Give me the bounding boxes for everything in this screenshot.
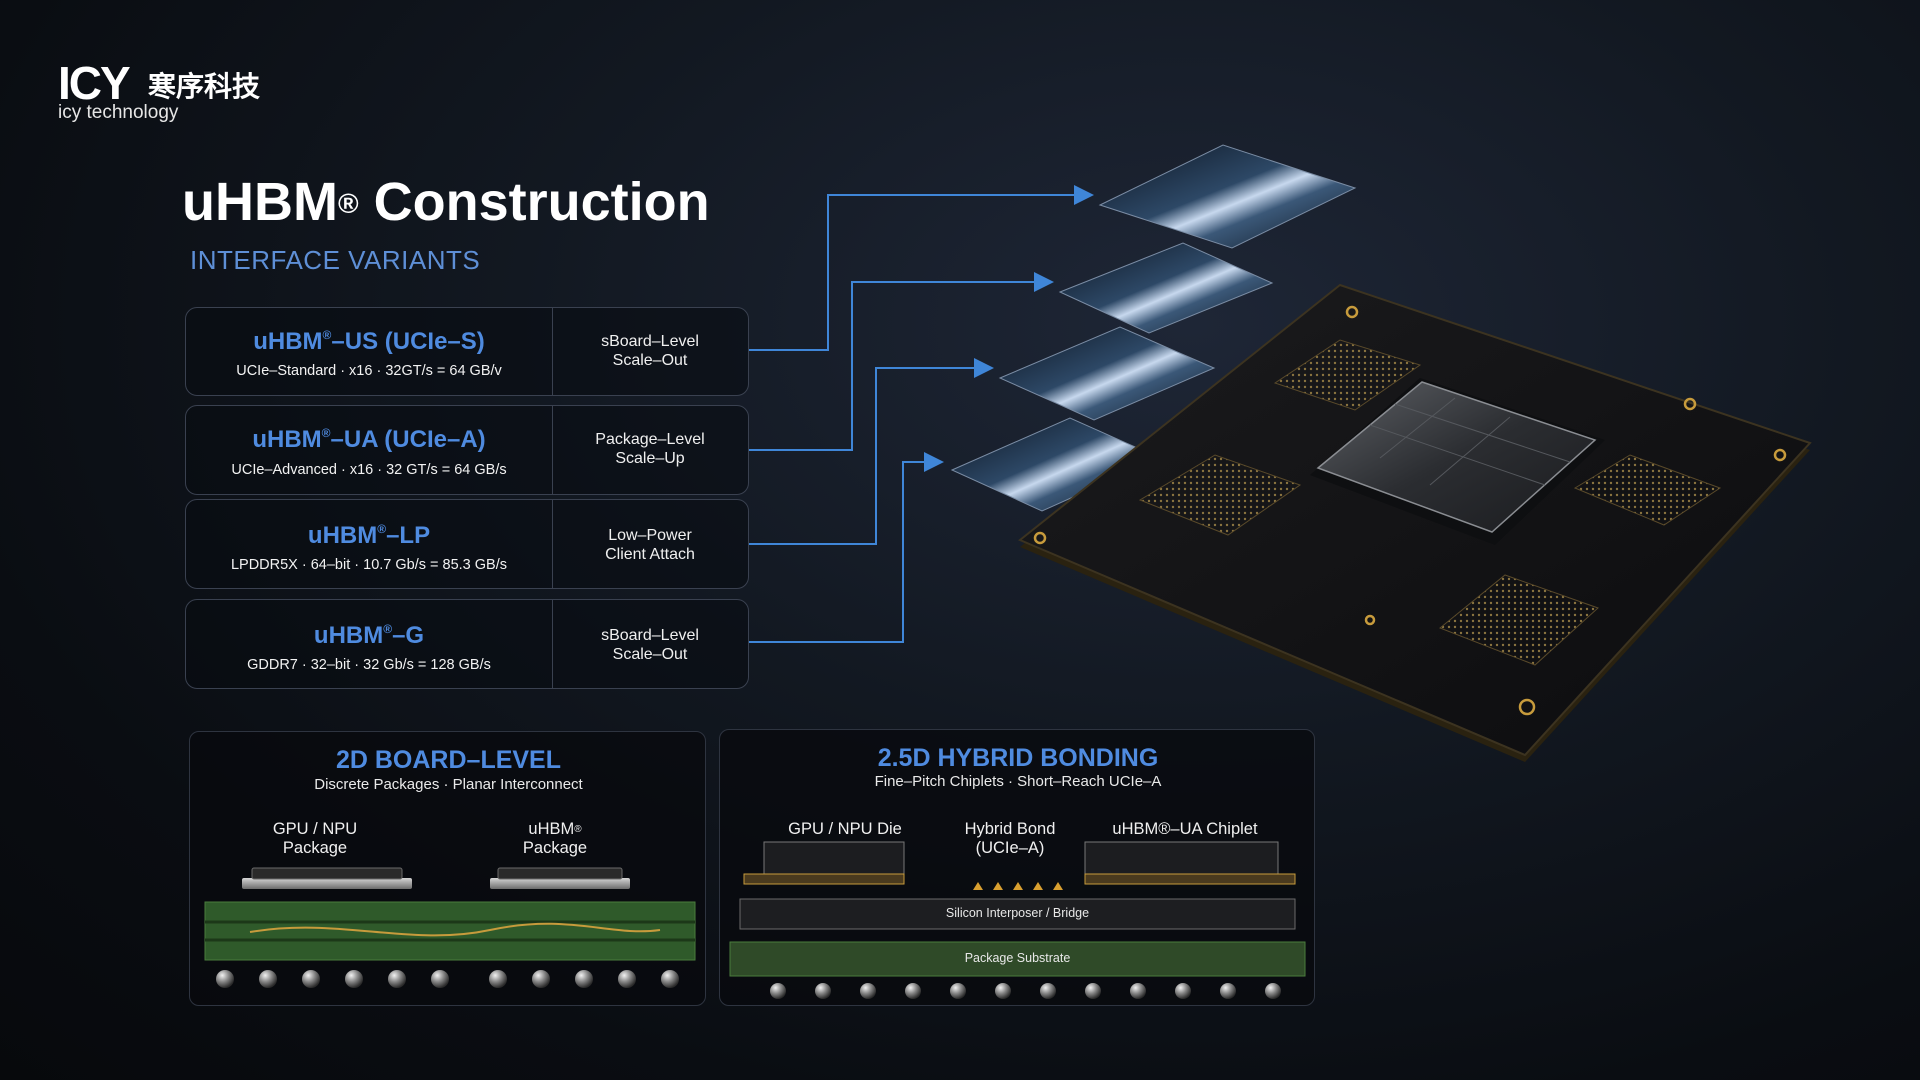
board-cross-section bbox=[204, 867, 696, 988]
panel-25d-hybrid-bonding: 2.5D HYBRID BONDING Fine–Pitch Chiplets … bbox=[719, 729, 1315, 1006]
variant-spec: LPDDR5X · 64–bit · 10.7 Gb/s = 85.3 GB/s bbox=[230, 557, 508, 573]
memory-pad-top bbox=[1273, 339, 1422, 411]
module-board bbox=[1018, 283, 1812, 762]
panel-title: 2D BOARD–LEVEL bbox=[335, 746, 562, 774]
gpu-package bbox=[242, 878, 412, 889]
pcb-layers bbox=[204, 901, 696, 961]
variant-card-g: uHBM®–G GDDR7 · 32–bit · 32 Gb/s = 128 G… bbox=[185, 599, 749, 689]
connector-lines bbox=[749, 185, 1094, 643]
uhbm-package bbox=[490, 878, 630, 889]
panel-2d-board-level: 2D BOARD–LEVEL Discrete Packages · Plana… bbox=[189, 731, 706, 1006]
memory-pad-bottom bbox=[1439, 574, 1599, 666]
memory-die-2 bbox=[1058, 242, 1274, 334]
variant-name: uHBM®–US (UCIe–S) bbox=[253, 328, 485, 355]
page-title: uHBM® Construction bbox=[182, 172, 710, 232]
panel-subtitle: Fine–Pitch Chiplets · Short–Reach UCIe–A bbox=[874, 773, 1162, 790]
variant-name: uHBM®–G bbox=[313, 622, 425, 649]
bga-balls bbox=[216, 970, 679, 988]
connector-ua bbox=[749, 272, 1054, 451]
label-substrate: Package Substrate bbox=[964, 951, 1071, 965]
connector-us bbox=[749, 185, 1094, 351]
company-logo: ICY 寒序科技 icy technology bbox=[58, 60, 298, 125]
connector-g bbox=[749, 452, 944, 643]
connector-lp bbox=[749, 358, 994, 545]
memory-die-3 bbox=[998, 326, 1216, 421]
variant-card-ua: uHBM®–UA (UCIe–A) UCIe–Advanced · x16 · … bbox=[185, 405, 749, 495]
variant-spec: GDDR7 · 32–bit · 32 Gb/s = 128 GB/s bbox=[247, 657, 491, 673]
mounting-holes bbox=[1033, 305, 1787, 716]
soc-die bbox=[1316, 381, 1597, 533]
variant-name: uHBM®–LP bbox=[307, 522, 431, 549]
label-hybrid-bond: Hybrid Bond(UCIe–A) bbox=[964, 820, 1056, 857]
variant-card-lp: uHBM®–LP LPDDR5X · 64–bit · 10.7 Gb/s = … bbox=[185, 499, 749, 589]
substrate-balls bbox=[770, 983, 1281, 999]
memory-pad-right bbox=[1573, 454, 1722, 526]
variant-card-us: uHBM®–US (UCIe–S) UCIe–Standard · x16 · … bbox=[185, 307, 749, 396]
label-gpu-npu-die: GPU / NPU Die bbox=[788, 820, 902, 838]
hybrid-bond-bumps bbox=[973, 882, 1063, 890]
uhbm-ua-chiplet bbox=[1084, 841, 1279, 875]
silicon-interposer bbox=[739, 898, 1296, 930]
package-substrate bbox=[729, 941, 1306, 977]
hybrid-bonding-cross-section bbox=[729, 841, 1306, 999]
memory-pad-left bbox=[1138, 454, 1302, 536]
label-uhbm-package: uHBM®Package bbox=[522, 820, 588, 857]
page-subtitle: INTERFACE VARIANTS bbox=[190, 245, 481, 275]
gpu-npu-die bbox=[763, 841, 905, 875]
logo-chinese-name: 寒序科技 bbox=[148, 71, 261, 102]
variant-name: uHBM®–UA (UCIe–A) bbox=[252, 426, 486, 453]
memory-die-1 bbox=[1098, 144, 1357, 249]
logo-mark: ICY bbox=[58, 57, 131, 109]
variant-spec: UCIe–Advanced · x16 · 32 GT/s = 64 GB/s bbox=[231, 462, 507, 478]
variant-spec: UCIe–Standard · x16 · 32GT/s = 64 GB/v bbox=[236, 363, 502, 379]
panel-title: 2.5D HYBRID BONDING bbox=[877, 744, 1159, 772]
panel-subtitle: Discrete Packages · Planar Interconnect bbox=[314, 776, 583, 793]
label-uhbm-ua-chiplet: uHBM®–UA Chiplet bbox=[1112, 820, 1258, 838]
label-interposer: Silicon Interposer / Bridge bbox=[945, 906, 1090, 920]
logo-english-name: icy technology bbox=[58, 102, 179, 123]
memory-dies bbox=[950, 144, 1357, 512]
